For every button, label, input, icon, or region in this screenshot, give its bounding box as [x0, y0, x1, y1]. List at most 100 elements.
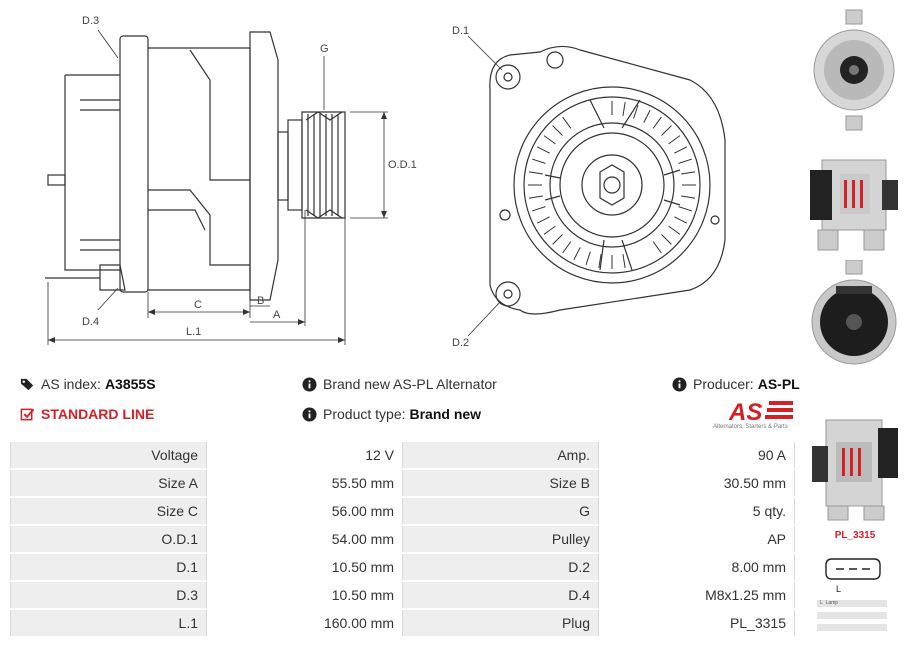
spec-key: G: [402, 496, 599, 526]
producer-info: Producer: AS-PL: [672, 376, 800, 392]
thumbnail-angle[interactable]: [808, 406, 900, 522]
cooling-slot: [622, 254, 626, 269]
spec-key: D.4: [402, 580, 599, 610]
cooling-slot: [562, 116, 572, 129]
tags-icon: [20, 378, 34, 390]
front-view: [489, 45, 726, 315]
plug-pin-table: L Lamp: [817, 600, 887, 636]
cooling-slot: [531, 158, 546, 164]
cooling-slot: [668, 225, 681, 235]
cooling-slot: [536, 146, 550, 154]
side-view: [45, 31, 346, 301]
label-d1: D.1: [452, 25, 469, 37]
label-d4: D.4: [82, 316, 99, 328]
cooling-slot: [633, 104, 639, 119]
spec-key: D.1: [10, 552, 207, 582]
product-thumbnails: [806, 0, 904, 648]
label-g: G: [320, 43, 329, 55]
spec-key: D.2: [402, 552, 599, 582]
label-od1: O.D.1: [388, 159, 417, 171]
cooling-slot: [678, 206, 693, 212]
cooling-slot: [536, 216, 550, 224]
cooling-slot: [531, 206, 546, 212]
info-icon: [672, 376, 687, 392]
spec-key: Plug: [402, 608, 599, 638]
info-icon: [302, 376, 317, 392]
spec-value: 55.50 mm: [206, 468, 403, 498]
cooling-slot: [668, 135, 681, 145]
spec-key: Amp.: [402, 440, 599, 470]
spec-key: Size C: [10, 496, 207, 526]
spec-value: 12 V: [206, 440, 403, 470]
spec-value: 54.00 mm: [206, 524, 403, 554]
check-square-icon: [20, 408, 35, 420]
cooling-slot: [674, 146, 688, 154]
cooling-slot: [652, 241, 662, 254]
spec-value: 8.00 mm: [598, 552, 795, 582]
plug-diagram-icon: [825, 558, 881, 580]
cooling-slot: [661, 125, 672, 136]
cooling-slot: [681, 171, 696, 175]
spec-value: 10.50 mm: [206, 552, 403, 582]
spec-key: Size B: [402, 468, 599, 498]
standard-line-badge: STANDARD LINE: [20, 406, 154, 422]
product-type-value: Brand new: [409, 406, 482, 422]
producer-value: AS-PL: [757, 376, 800, 392]
brand-text: Brand new AS-PL Alternator: [323, 376, 497, 392]
pin-row: L Lamp: [817, 600, 887, 607]
spec-key: L.1: [10, 608, 207, 638]
cooling-slot: [528, 195, 543, 199]
cooling-slot: [643, 109, 651, 123]
cooling-slot: [598, 254, 602, 269]
spec-key: O.D.1: [10, 524, 207, 554]
cooling-slot: [543, 135, 556, 145]
label-b: B: [257, 295, 264, 307]
as-pl-logo: AS: [728, 399, 793, 426]
as-index-value: A3855S: [104, 376, 156, 392]
spec-value: PL_3315: [598, 608, 795, 638]
product-type-info: Product type: Brand new: [302, 406, 481, 422]
cooling-slot: [543, 225, 556, 235]
spec-value: M8x1.25 mm: [598, 580, 795, 610]
cooling-slot: [622, 101, 626, 116]
logo-subtitle: Alternators, Starters & Parts: [713, 424, 788, 430]
cooling-slot: [652, 116, 662, 129]
spec-value: 30.50 mm: [598, 468, 795, 498]
label-c: C: [194, 299, 202, 311]
cooling-slot: [585, 251, 591, 266]
cooling-slot: [661, 234, 672, 245]
product-type-label: Product type:: [323, 406, 406, 422]
producer-label: Producer:: [693, 376, 754, 392]
plug-code: PL_3315: [834, 530, 876, 541]
cooling-slot: [573, 247, 581, 261]
spec-value: 10.50 mm: [206, 580, 403, 610]
cooling-slot: [681, 195, 696, 199]
thumbnail-front[interactable]: [808, 4, 900, 136]
dimension-arrows: [48, 112, 387, 343]
spec-key: Size A: [10, 468, 207, 498]
spec-value: 5 qty.: [598, 496, 795, 526]
as-index-label: AS index:: [41, 376, 101, 392]
cooling-slot: [562, 241, 572, 254]
cooling-slots: [528, 101, 696, 269]
label-l1: L.1: [186, 326, 201, 338]
spec-key: Pulley: [402, 524, 599, 554]
thumbnail-back[interactable]: [808, 260, 900, 380]
technical-drawing: D.3 D.4 G O.D.1 C B A L.1 D.1 D.2: [45, 15, 726, 349]
label-a: A: [273, 309, 281, 321]
info-icon: [302, 406, 317, 422]
dimension-lines: [47, 29, 388, 345]
cooling-slot: [552, 234, 563, 245]
thumbnail-side[interactable]: [808, 140, 900, 252]
brand-info: Brand new AS-PL Alternator: [302, 376, 497, 392]
cooling-slot: [674, 216, 688, 224]
spec-key: D.3: [10, 580, 207, 610]
cooling-slot: [678, 158, 693, 164]
cooling-slot: [528, 171, 543, 175]
as-index: AS index: A3855S: [20, 376, 156, 392]
